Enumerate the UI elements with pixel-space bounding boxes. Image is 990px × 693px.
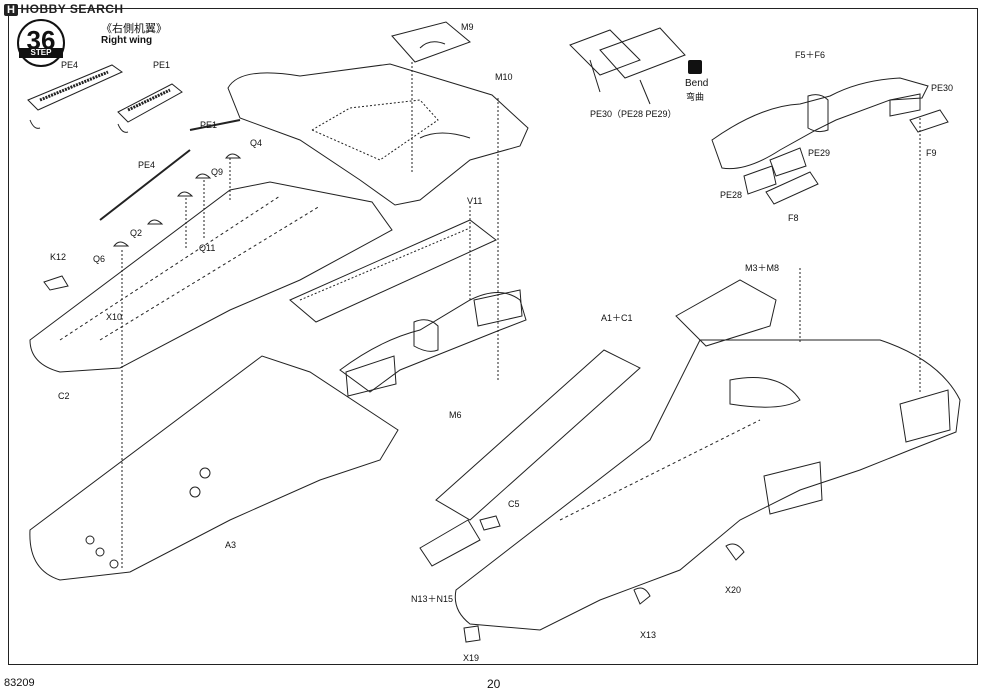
label-f9: F9 bbox=[926, 148, 937, 158]
label-q9: Q9 bbox=[211, 167, 224, 177]
watermark-text: HOBBY SEARCH bbox=[20, 2, 124, 16]
label-pe30: PE30 bbox=[931, 83, 954, 93]
m10-upper-wing bbox=[227, 63, 529, 206]
m9-cutout bbox=[419, 41, 446, 49]
right-main-wing bbox=[454, 339, 961, 631]
label-v11: V11 bbox=[467, 196, 483, 206]
x20-part bbox=[725, 543, 745, 561]
bend-label-english: Bend bbox=[685, 78, 709, 89]
label-m3-m8: M3＋M8 bbox=[745, 263, 780, 273]
n13-n15-part bbox=[419, 519, 481, 567]
page-number: 20 bbox=[487, 677, 501, 691]
label-m9: M9 bbox=[461, 22, 474, 32]
label-x20: X20 bbox=[725, 585, 742, 595]
bend-label-chinese: 弯曲 bbox=[686, 93, 705, 103]
label-a3: A3 bbox=[225, 540, 237, 550]
label-k12: K12 bbox=[50, 252, 67, 262]
label-c2: C2 bbox=[58, 391, 70, 401]
label-q2: Q2 bbox=[130, 228, 143, 238]
m9-panel bbox=[391, 21, 471, 63]
label-x13: X13 bbox=[640, 630, 657, 640]
f5-f6-duct bbox=[711, 77, 929, 170]
label-x19: X19 bbox=[463, 653, 480, 663]
label-pe28: PE28 bbox=[720, 190, 743, 200]
label-q11: Q11 bbox=[199, 243, 216, 253]
k12-part bbox=[43, 275, 69, 291]
subtitle-chinese: 《右側机翼》 bbox=[101, 22, 167, 35]
label-pe30-pe28-pe29: PE30（PE28 PE29） bbox=[590, 109, 677, 119]
pe28-part bbox=[743, 165, 777, 195]
label-m6: M6 bbox=[449, 410, 462, 420]
x19-part bbox=[463, 625, 481, 643]
label-f5-f6: F5＋F6 bbox=[795, 50, 826, 60]
pe30-bend-sketch bbox=[569, 27, 686, 105]
m3-m8-panel bbox=[675, 279, 777, 347]
step-word: STEP bbox=[19, 48, 63, 58]
a1-c1-leading-edge bbox=[435, 349, 641, 521]
page-frame bbox=[8, 8, 978, 665]
step-badge: 36 STEP bbox=[17, 19, 65, 67]
watermark-logo-icon: H bbox=[4, 4, 19, 16]
label-q6: Q6 bbox=[93, 254, 106, 264]
pe1-strip-top bbox=[117, 83, 183, 123]
fold-arrow-left bbox=[29, 119, 41, 129]
x13-part bbox=[633, 587, 651, 605]
f9-part bbox=[909, 109, 949, 133]
label-pe1-top: PE1 bbox=[153, 60, 171, 70]
a3-lower-wing bbox=[29, 355, 399, 581]
label-x10: X10 bbox=[106, 312, 123, 322]
fold-arrow-right bbox=[117, 123, 129, 133]
label-pe4: PE4 bbox=[138, 160, 156, 170]
label-pe29: PE29 bbox=[808, 148, 831, 158]
bend-icon bbox=[688, 60, 702, 74]
kit-number: 83209 bbox=[4, 677, 35, 689]
label-q4: Q4 bbox=[250, 138, 263, 148]
guide-lines-right bbox=[799, 118, 921, 392]
label-n13-n15: N13＋N15 bbox=[411, 594, 454, 604]
pe29-part bbox=[769, 147, 807, 177]
label-pe1: PE1 bbox=[200, 120, 218, 130]
lower-wing-left bbox=[29, 181, 393, 373]
subtitle-english: Right wing bbox=[101, 35, 153, 46]
v11-tray bbox=[289, 219, 497, 323]
m6-duct bbox=[339, 289, 527, 397]
pe4-strip-top bbox=[27, 64, 124, 111]
label-c5: C5 bbox=[508, 499, 520, 509]
gun-fairings bbox=[99, 119, 242, 247]
pe30-part bbox=[889, 93, 921, 117]
label-pe4-top: PE4 bbox=[61, 60, 79, 70]
c5-part bbox=[479, 515, 501, 531]
guide-lines-fairings bbox=[185, 158, 231, 250]
guide-lines-upper bbox=[411, 62, 499, 380]
label-a1-c1: A1＋C1 bbox=[601, 313, 633, 323]
f8-part bbox=[765, 171, 819, 205]
label-f8: F8 bbox=[788, 213, 799, 223]
label-m10: M10 bbox=[495, 72, 513, 82]
